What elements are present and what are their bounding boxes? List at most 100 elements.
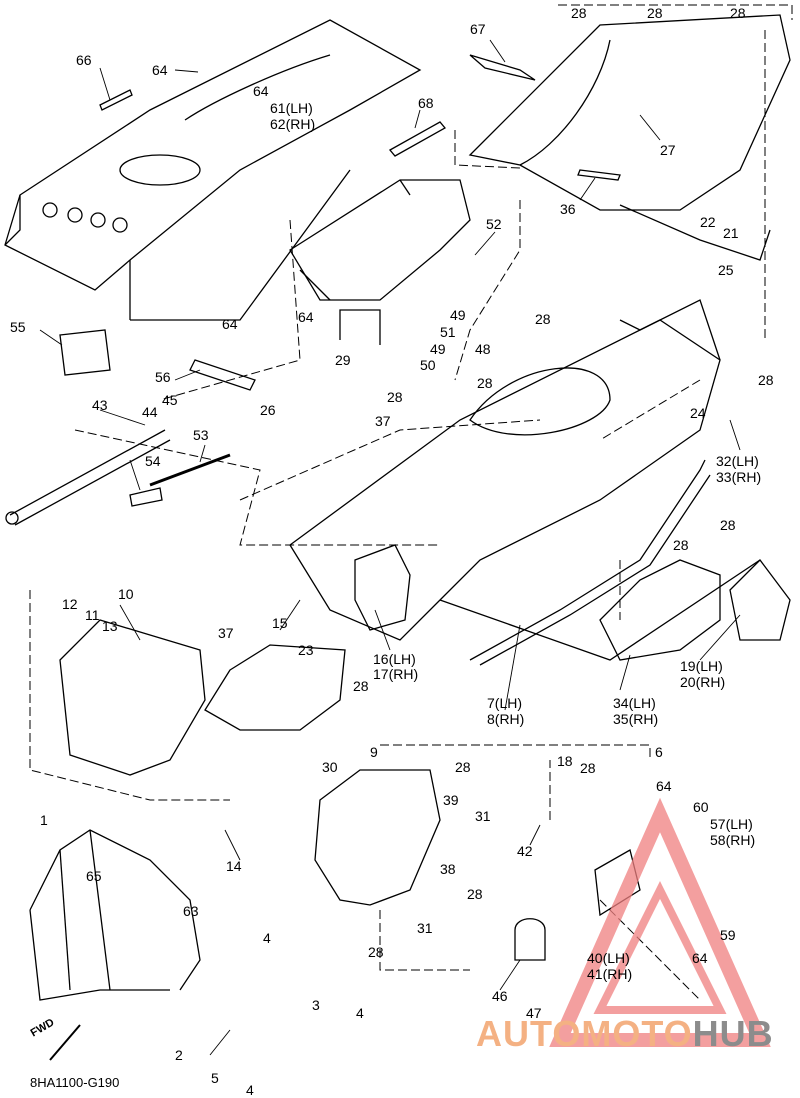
callout-28-b: 28 (647, 5, 663, 21)
callout-64-f: 64 (692, 950, 708, 966)
callout-4-c: 4 (246, 1082, 254, 1098)
bracket-40-41 (594, 849, 641, 917)
callout-67: 67 (470, 21, 486, 37)
callout-65: 65 (86, 868, 102, 884)
callout-64-b: 64 (253, 83, 269, 99)
front-frame-1 (29, 829, 201, 1001)
top-deck-plate-27 (468, 14, 791, 261)
rear-tunnel-panel-66 (4, 19, 422, 321)
bracket-46 (514, 918, 546, 961)
callout-18: 18 (557, 753, 573, 769)
bracket-56 (189, 359, 256, 391)
callout-28-a: 28 (571, 5, 587, 21)
callout-28-i: 28 (673, 537, 689, 553)
callout-34: 34(LH) (613, 695, 656, 711)
callout-36: 36 (560, 201, 576, 217)
callout-57: 57(LH) (710, 816, 753, 832)
callout-64-a: 64 (152, 62, 168, 78)
callout-5: 5 (211, 1070, 219, 1086)
callout-64-d: 64 (298, 309, 314, 325)
side-panel-16-17 (354, 544, 411, 631)
callout-62: 62(RH) (270, 116, 316, 132)
callout-51: 51 (440, 324, 456, 340)
callout-35: 35(RH) (613, 711, 659, 727)
callout-47: 47 (526, 1005, 542, 1021)
callout-22: 22 (700, 214, 716, 230)
callout-16: 16(LH) (373, 651, 416, 667)
callout-28-h: 28 (720, 517, 736, 533)
callout-4-a: 4 (263, 930, 271, 946)
heat-exchanger-34-35 (599, 559, 721, 661)
callout-28-g: 28 (758, 372, 774, 388)
main-tunnel (289, 299, 761, 661)
callout-17: 17(RH) (373, 666, 419, 682)
callout-59: 59 (720, 927, 736, 943)
callout-38: 38 (440, 861, 456, 877)
callout-10: 10 (118, 586, 134, 602)
callout-11: 11 (85, 607, 100, 623)
callout-21: 21 (723, 225, 739, 241)
callout-68: 68 (418, 95, 434, 111)
watermark-text: AUTOMOTOHUB (476, 1013, 774, 1055)
callout-44: 44 (142, 404, 158, 420)
callout-28-d: 28 (535, 311, 551, 327)
pad-54 (129, 487, 163, 507)
callout-28-e: 28 (477, 375, 493, 391)
strap-53 (149, 453, 231, 487)
callout-25: 25 (718, 262, 734, 278)
callout-4-b: 4 (356, 1005, 364, 1021)
decal-68 (388, 121, 447, 157)
callout-7: 7(LH) (487, 695, 523, 711)
plate-55 (59, 329, 111, 376)
callout-40: 40(LH) (587, 950, 630, 966)
front-plate-10 (59, 619, 206, 776)
callout-26: 26 (260, 402, 276, 418)
dashed-boundaries (29, 4, 793, 1001)
callout-55: 55 (10, 319, 26, 335)
callout-31-a: 31 (475, 808, 491, 824)
callout-61: 61(LH) (270, 100, 313, 116)
callout-32: 32(LH) (716, 453, 759, 469)
frame-9 (314, 769, 441, 906)
callout-28-n: 28 (368, 944, 384, 960)
callout-53: 53 (193, 427, 209, 443)
diagram-code: 8HA1100-G190 (30, 1075, 120, 1090)
clip-36 (577, 169, 621, 181)
callout-15: 15 (272, 615, 288, 631)
callout-63: 63 (183, 903, 199, 919)
watermark-part2: HUB (692, 1013, 774, 1054)
callout-58: 58(RH) (710, 832, 756, 848)
callout-49-a: 49 (450, 307, 466, 323)
callout-50: 50 (420, 357, 436, 373)
console-48 (289, 179, 471, 301)
callout-3: 3 (312, 997, 320, 1013)
fwd-arrow (49, 1024, 81, 1061)
callout-49-b: 49 (430, 341, 446, 357)
side-plate-19-20 (729, 559, 791, 641)
callout-64-e: 64 (656, 778, 672, 794)
decal-67 (469, 54, 536, 81)
callout-56: 56 (155, 369, 171, 385)
callout-28-f: 28 (387, 389, 403, 405)
callout-30: 30 (322, 759, 338, 775)
callout-28-l: 28 (580, 760, 596, 776)
callout-37-b: 37 (218, 625, 234, 641)
callout-60: 60 (693, 799, 709, 815)
callout-14: 14 (226, 858, 242, 874)
callout-8: 8(RH) (487, 711, 525, 727)
callout-9: 9 (370, 744, 378, 760)
callout-19: 19(LH) (680, 658, 723, 674)
callout-43: 43 (92, 397, 108, 413)
decal-66-strip (99, 89, 133, 111)
callout-39: 39 (443, 792, 459, 808)
callout-33: 33(RH) (716, 469, 762, 485)
callout-28-c: 28 (730, 5, 746, 21)
callout-29: 29 (335, 352, 351, 368)
callout-24: 24 (690, 405, 706, 421)
callout-41: 41(RH) (587, 966, 633, 982)
bracket-50 (339, 309, 381, 345)
callout-12: 12 (62, 596, 78, 612)
callout-42: 42 (517, 843, 533, 859)
callout-48: 48 (475, 341, 491, 357)
callout-46: 46 (492, 988, 508, 1004)
